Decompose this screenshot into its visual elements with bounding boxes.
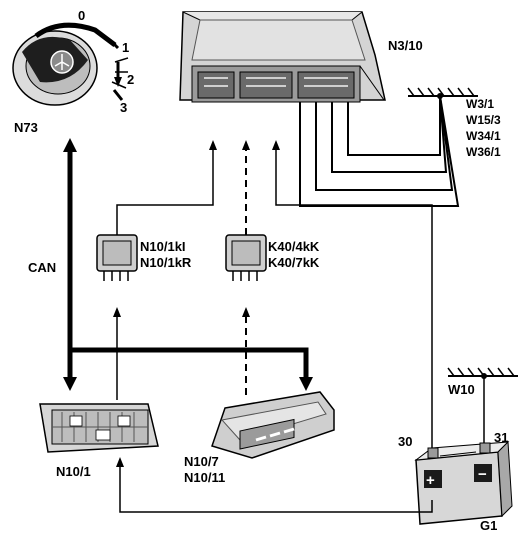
battery-terminal-30: 30 bbox=[398, 434, 412, 449]
relay-n10-1k bbox=[96, 234, 138, 281]
sam-rear-n10-7 bbox=[211, 391, 335, 459]
wire-battery-to-control-unit bbox=[272, 140, 433, 452]
can-bus-horizontal bbox=[70, 347, 313, 391]
can-bus-label: CAN bbox=[28, 260, 56, 275]
ignition-switch-label: N73 bbox=[14, 120, 38, 135]
ground-upper-label-2: W15/3 bbox=[466, 113, 501, 127]
control-unit-n3-10 bbox=[179, 11, 386, 103]
ignition-position-3: 3 bbox=[120, 100, 127, 115]
relay-left-label-1: N10/1kI bbox=[140, 239, 186, 254]
battery-terminal-31: 31 bbox=[494, 430, 508, 445]
battery-minus-sign: − bbox=[478, 466, 487, 483]
ignition-switch-n73 bbox=[12, 22, 129, 106]
ground-upper-label-4: W36/1 bbox=[466, 145, 501, 159]
sam-front-label: N10/1 bbox=[56, 464, 91, 479]
battery-label: G1 bbox=[480, 518, 497, 533]
ground-symbol-lower bbox=[447, 367, 518, 379]
relay-k40 bbox=[225, 234, 267, 281]
battery-g1 bbox=[414, 440, 513, 525]
relay-left-label-2: N10/1kR bbox=[140, 255, 192, 270]
wires-control-unit-to-ground bbox=[299, 95, 460, 207]
ground-lower-label: W10 bbox=[448, 382, 475, 397]
sam-rear-label-2: N10/11 bbox=[184, 470, 225, 485]
battery-plus-sign: + bbox=[426, 472, 435, 489]
ground-upper-label-3: W34/1 bbox=[466, 129, 501, 143]
sam-rear-label-1: N10/7 bbox=[184, 454, 219, 469]
ground-upper-label-1: W3/1 bbox=[466, 97, 494, 111]
ignition-position-1: 1 bbox=[122, 40, 129, 55]
relay-right-label-2: K40/7kK bbox=[268, 255, 320, 270]
ignition-position-2: 2 bbox=[127, 72, 134, 87]
ignition-position-0: 0 bbox=[78, 8, 85, 23]
wire-relay-left-to-control-unit bbox=[116, 140, 217, 235]
control-unit-label: N3/10 bbox=[388, 38, 423, 53]
ground-symbol-upper bbox=[407, 87, 478, 99]
relay-right-label-1: K40/4kK bbox=[268, 239, 320, 254]
wire-battery-to-sam-front bbox=[116, 457, 433, 513]
sam-front-n10-1 bbox=[39, 403, 159, 453]
